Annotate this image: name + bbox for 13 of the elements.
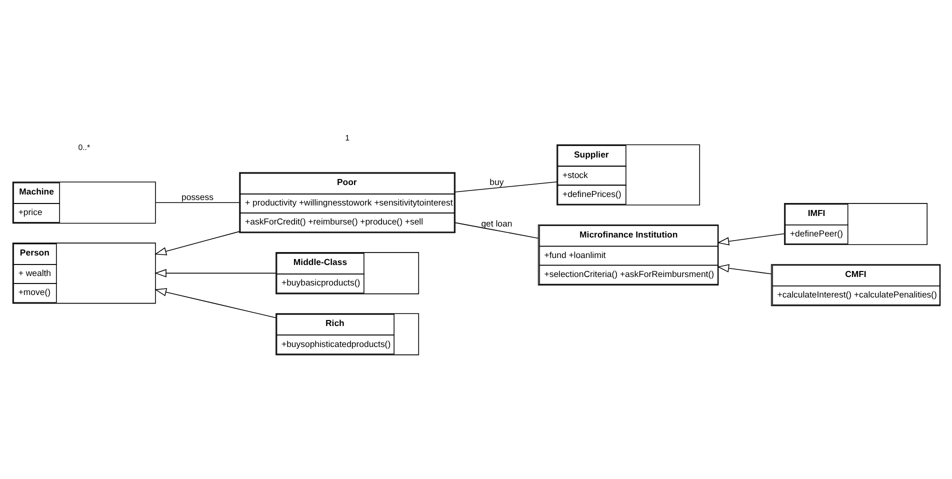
label: 0..* [78,142,90,152]
edge-label: get loan [480,218,512,228]
connector [454,182,557,192]
edge-label: buy [489,177,504,188]
label: 1 [344,133,349,142]
arrow [716,264,772,274]
connector [154,202,240,204]
edge-label: possess [181,192,213,202]
arrow [154,288,276,318]
connector [454,222,538,239]
arrow [716,233,784,246]
arrow [154,231,240,256]
arrow [154,269,276,278]
